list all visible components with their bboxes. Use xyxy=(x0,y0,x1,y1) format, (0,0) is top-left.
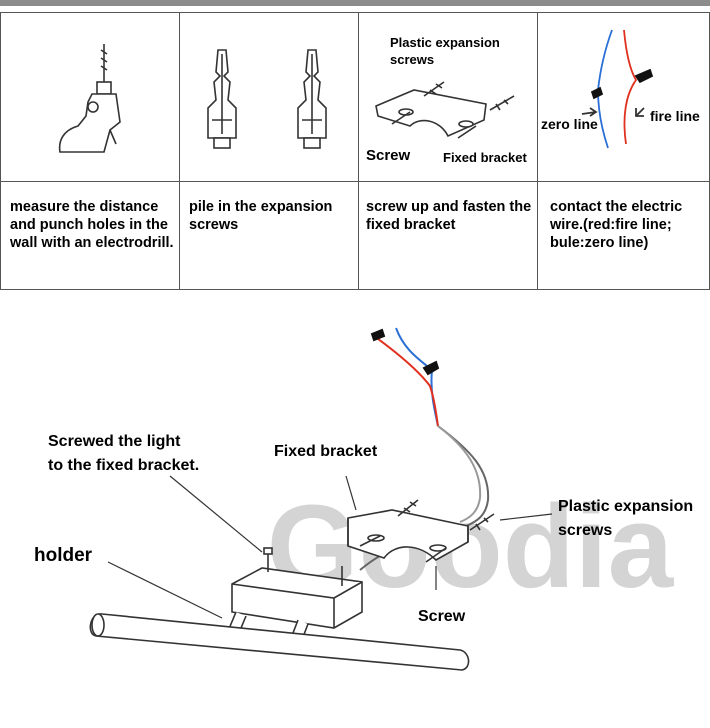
holder-block xyxy=(231,547,363,629)
step4-fire-line-label: fire line xyxy=(650,108,700,124)
main-screw-label: Screw xyxy=(418,608,466,625)
fixed-bracket-icon xyxy=(375,81,515,139)
main-fixed-bracket-label: Fixed bracket xyxy=(274,443,378,460)
light-bar xyxy=(89,611,470,671)
main-plastic-expansion-label: Plastic expansion xyxy=(558,498,693,515)
step1-caption: measure the distance and punch holes in … xyxy=(10,199,174,251)
step3-fixed-bracket-label: Fixed bracket xyxy=(443,150,527,165)
main-screws-label: screws xyxy=(558,522,612,539)
step4-zero-line-label: zero line xyxy=(541,116,598,132)
assembly-diagram: Goodia xyxy=(34,327,693,671)
top-divider-bar xyxy=(0,0,710,6)
step3-screws-label: screws xyxy=(390,52,434,67)
expansion-screw-icon-2 xyxy=(297,49,327,149)
holder-label: holder xyxy=(34,545,93,566)
step3-screw-label: Screw xyxy=(366,147,411,164)
steps-table: measure the distance and punch holes in … xyxy=(0,12,710,290)
expansion-screw-icon-1 xyxy=(207,49,237,149)
steps-illustrations: Plastic expansion screws Screw Fixed bra… xyxy=(58,29,700,165)
step3-caption: screw up and fasten the fixed bracket xyxy=(366,199,532,233)
screwed-label-line1: Screwed the light xyxy=(48,433,181,450)
screwed-label-line2: to the fixed bracket. xyxy=(48,457,199,474)
leader-lines xyxy=(107,475,553,619)
electric-wires-icon xyxy=(581,29,654,149)
fixed-bracket xyxy=(347,499,495,563)
step4-caption: contact the electric wire.(red:fire line… xyxy=(550,199,683,251)
step3-plastic-expansion-label: Plastic expansion xyxy=(390,35,500,50)
step2-caption: pile in the expansion screws xyxy=(189,199,333,233)
electric-drill-icon xyxy=(58,44,121,153)
